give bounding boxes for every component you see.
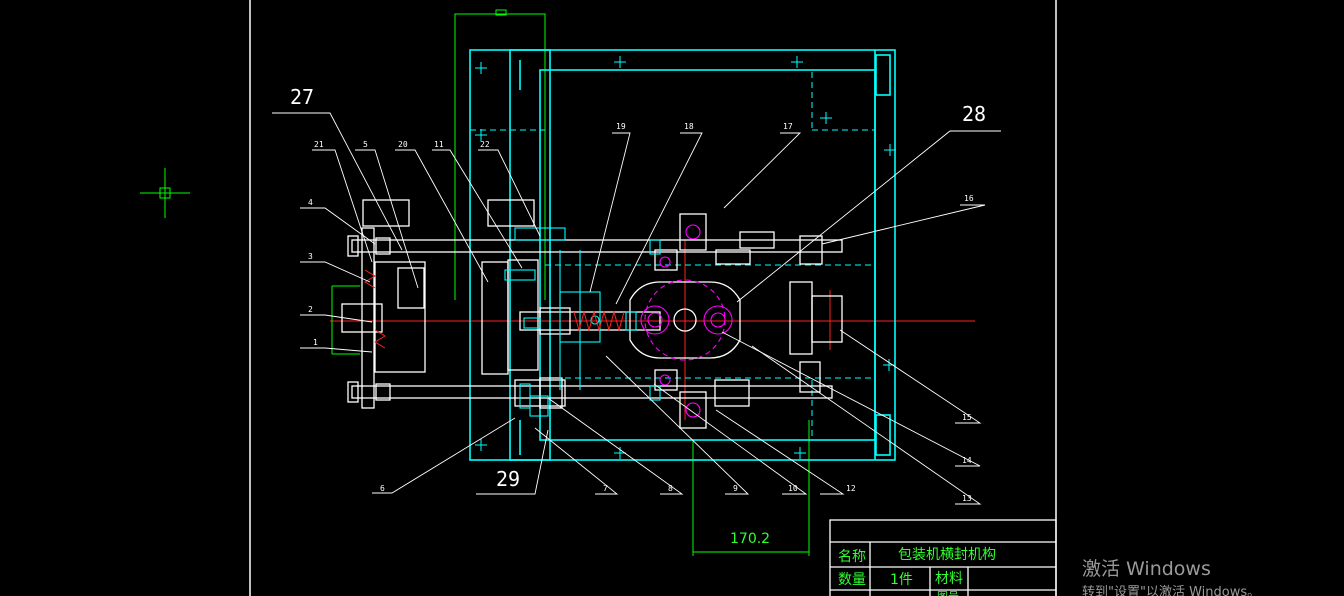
callout-7: 7 — [603, 484, 608, 493]
title-material-label: 材料 — [935, 571, 963, 587]
title-name-value: 包装机横封机构 — [898, 547, 996, 563]
title-drawing-no-label: 图号 — [937, 590, 959, 596]
callout-17: 17 — [783, 122, 793, 131]
housing-hidden-lines — [470, 72, 875, 440]
callout-11: 11 — [434, 140, 444, 149]
title-name-label: 名称 — [838, 549, 866, 565]
callout-labels: 27 28 29 21 5 20 11 22 19 18 17 16 4 3 2… — [290, 85, 986, 503]
callout-10: 10 — [788, 484, 798, 493]
housing-frame — [469, 49, 896, 461]
green-construction-lines — [331, 9, 810, 556]
leader-lines — [272, 112, 1001, 505]
callout-16: 16 — [964, 194, 974, 203]
crosshair-cursor-icon — [140, 168, 190, 218]
callout-15: 15 — [962, 413, 972, 422]
callout-27: 27 — [290, 85, 314, 109]
title-qty-value: 1件 — [890, 572, 913, 588]
callout-22: 22 — [480, 140, 490, 149]
callout-14: 14 — [962, 456, 972, 465]
callout-9: 9 — [733, 484, 738, 493]
callout-1: 1 — [313, 338, 318, 347]
spring-coils — [364, 269, 625, 349]
sheet-border — [249, 0, 1057, 596]
callout-13: 13 — [962, 494, 972, 503]
callout-28: 28 — [962, 102, 986, 126]
activation-watermark-title: 激活 Windows — [1082, 558, 1211, 580]
callout-4: 4 — [308, 198, 313, 207]
callout-20: 20 — [398, 140, 408, 149]
callout-2: 2 — [308, 305, 313, 314]
dimension-text: 170.2 — [730, 531, 770, 547]
title-block: 名称 包装机横封机构 数量 1件 材料 图号 — [829, 519, 1057, 596]
callout-12: 12 — [846, 484, 856, 493]
callout-18: 18 — [684, 122, 694, 131]
center-lines — [330, 240, 975, 420]
activation-watermark-subtitle: 转到"设置"以激活 Windows。 — [1082, 585, 1260, 596]
gear-rollers — [640, 224, 733, 418]
callout-5: 5 — [363, 140, 368, 149]
callout-3: 3 — [308, 252, 313, 261]
callout-21: 21 — [314, 140, 324, 149]
callout-8: 8 — [668, 484, 673, 493]
mechanism-parts — [341, 199, 843, 429]
callout-19: 19 — [616, 122, 626, 131]
mechanism-cyan-details — [504, 227, 661, 417]
callout-6: 6 — [380, 484, 385, 493]
callout-29: 29 — [496, 467, 520, 491]
title-qty-label: 数量 — [838, 572, 866, 588]
